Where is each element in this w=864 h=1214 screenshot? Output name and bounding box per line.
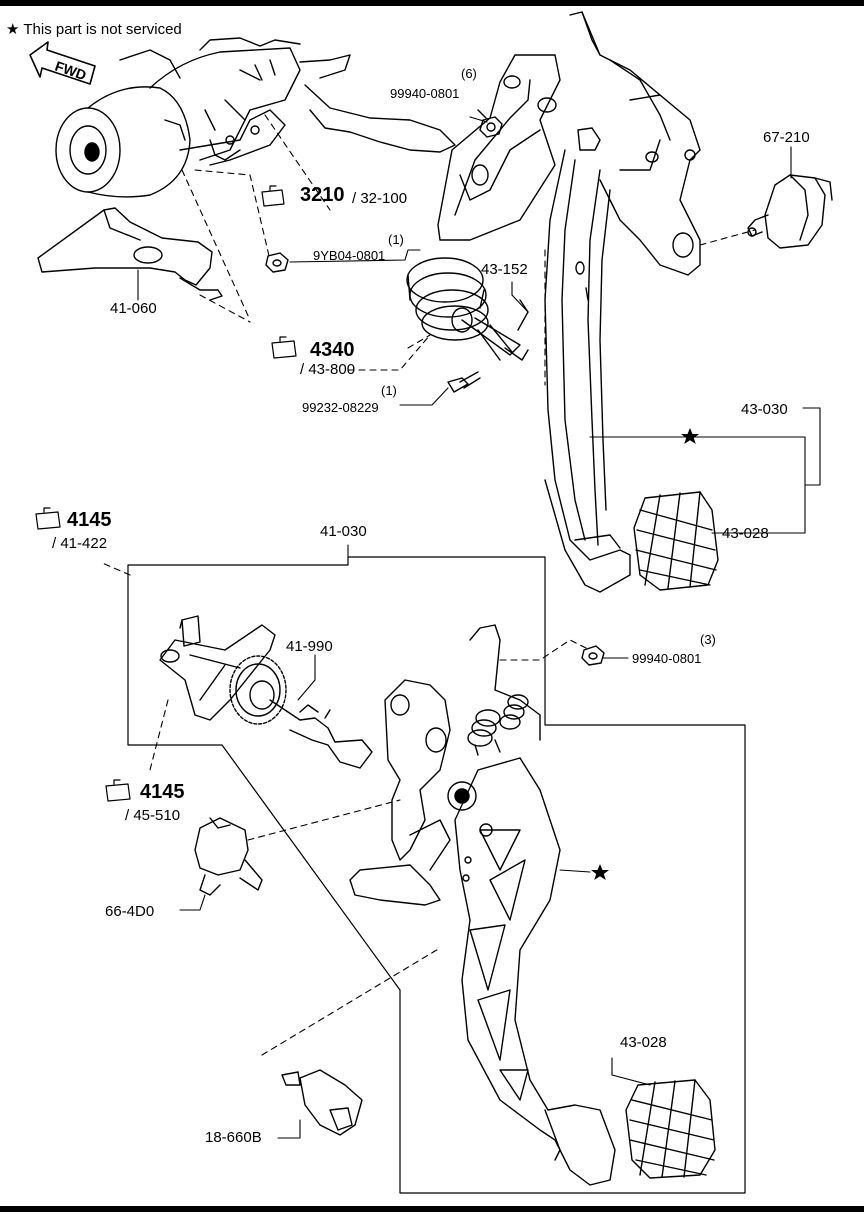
part-43-028-bottom: 43-028 (620, 1034, 667, 1051)
bolt-99232-08229-illustration (447, 371, 481, 393)
pedal-pad-bottom-illustration (625, 1079, 716, 1179)
ref-4145-b: 4145 (140, 781, 185, 803)
leader-lines-top (99, 114, 756, 1056)
top-rule (0, 0, 864, 6)
switch-18-660b-illustration (281, 1069, 363, 1136)
part-9yb04-0801: 9YB04-0801 (313, 248, 386, 263)
clutch-master-cylinder-illustration (159, 615, 373, 769)
part-41-030: 41-030 (320, 523, 367, 540)
star-icon: ★ (6, 21, 20, 38)
bracket-41-060-illustration (37, 207, 223, 301)
ref-32-100: / 32-100 (352, 190, 408, 207)
star-icon (681, 428, 699, 444)
switch-66-4d0-illustration (194, 817, 263, 896)
ref-43-800: / 43-800 (300, 361, 356, 378)
brake-pedal-illustration (437, 11, 701, 593)
not-serviced-note: ★ This part is not serviced (6, 20, 182, 38)
qty-99940-mid: (3) (700, 632, 716, 647)
part-43-152: 43-152 (481, 261, 528, 278)
brake-booster-illustration (55, 37, 456, 198)
nut-9yb04-0801-illustration (265, 252, 289, 273)
nut-99940-0801-top-illustration (477, 109, 503, 138)
clutch-bracket-illustration (349, 624, 541, 906)
ref-4340: 4340 (310, 339, 355, 361)
clutch-pedal-illustration (454, 757, 616, 1186)
ref-3210: 3210 (300, 184, 345, 206)
ref-41-422: / 41-422 (52, 535, 108, 552)
ref-4145-a: 4145 (67, 509, 112, 531)
fwd-arrow-icon: FWD (29, 41, 96, 85)
part-99232-08229: 99232-08229 (302, 400, 379, 415)
qty-99940-top: (6) (461, 66, 477, 81)
switch-67-210-illustration (747, 174, 833, 249)
section-ref-icon (35, 507, 61, 530)
qty-9yb04: (1) (388, 232, 404, 247)
part-41-060: 41-060 (110, 300, 157, 317)
bottom-rule (0, 1206, 864, 1212)
note-text: This part is not serviced (23, 21, 182, 38)
section-ref-icon (271, 336, 297, 359)
part-41-990: 41-990 (286, 638, 333, 655)
clutch-assembly-frame (127, 556, 746, 1194)
boot-spring-illustration (406, 257, 529, 361)
part-99940-0801-top: 99940-0801 (390, 86, 460, 101)
part-66-4d0: 66-4D0 (105, 903, 155, 920)
pedal-pad-top-illustration (633, 491, 719, 591)
section-ref-icon (261, 185, 285, 207)
section-ref-icon (105, 779, 131, 802)
qty-99232: (1) (381, 383, 397, 398)
part-43-030: 43-030 (741, 401, 788, 418)
ref-45-510: / 45-510 (125, 807, 181, 824)
clutch-springs-illustration (467, 694, 529, 756)
star-icon (591, 864, 609, 880)
part-18-660b: 18-660B (205, 1129, 262, 1146)
part-43-028-top: 43-028 (722, 525, 769, 542)
label-leaders (137, 116, 821, 1139)
part-67-210: 67-210 (763, 129, 810, 146)
nut-99940-0801-mid-illustration (581, 645, 605, 666)
part-99940-0801-mid: 99940-0801 (632, 651, 702, 666)
